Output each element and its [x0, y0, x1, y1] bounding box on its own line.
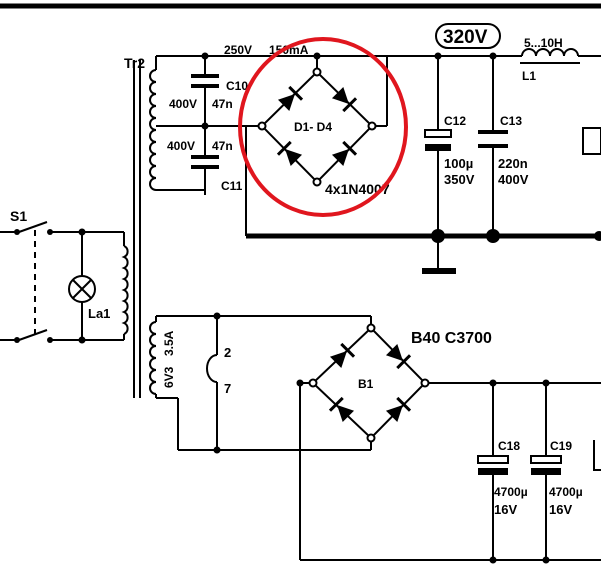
secondary-voltage: 250V: [224, 43, 252, 57]
capacitor-c13-icon: [478, 130, 508, 148]
capacitor-c12-icon: [424, 129, 452, 151]
inductor-value: 5...10H: [524, 36, 563, 50]
bridge-b1-label: B1: [358, 377, 374, 391]
c19-voltage: 16V: [549, 502, 572, 517]
heater-voltage: 6V3: [162, 366, 176, 388]
inductor-l1-icon: [520, 48, 580, 64]
c12-value: 100µ: [444, 156, 473, 171]
c10-voltage: 400V: [169, 97, 197, 111]
heater-current: 3.5A: [162, 330, 176, 356]
c13-voltage: 400V: [498, 172, 529, 187]
c11-voltage: 400V: [167, 139, 195, 153]
lamp-label: La1: [88, 306, 110, 321]
c13-value: 220n: [498, 156, 528, 171]
switch-label: S1: [10, 208, 27, 224]
output-voltage: 320V: [443, 27, 488, 48]
c18-value: 4700µ: [494, 485, 528, 499]
c10-label: C10: [226, 79, 248, 93]
capacitor-c18-icon: [477, 455, 509, 475]
bridge-top-part: 4x1N4007: [325, 181, 390, 197]
lamp-icon: [68, 275, 96, 303]
c12-voltage: 350V: [444, 172, 475, 187]
c10-value: 47n: [212, 97, 233, 111]
c11-value: 47n: [212, 139, 233, 153]
c13-label: C13: [500, 114, 522, 128]
capacitor-c11-icon: [191, 155, 219, 169]
bridge-rectifier-b1-icon: [308, 323, 430, 443]
transformer-label: Tr2: [124, 55, 145, 71]
c18-label: C18: [498, 439, 520, 453]
bridge-top-label: D1- D4: [294, 120, 332, 134]
c12-label: C12: [444, 114, 466, 128]
bridge-b1-part: B40 C3700: [411, 330, 492, 347]
output-voltage-box: [435, 23, 501, 49]
c18-voltage: 16V: [494, 502, 517, 517]
hv-output-wiring: [246, 52, 601, 274]
mains-input: [0, 3, 601, 344]
c11-label: C11: [221, 179, 243, 193]
transformer-icon: [121, 60, 157, 398]
capacitor-c19-icon: [530, 455, 562, 475]
link-icon: [206, 354, 218, 383]
c19-value: 4700µ: [549, 485, 583, 499]
capacitor-c10-icon: [191, 74, 219, 88]
pin-7-label: 7: [224, 381, 231, 396]
pin-2-label: 2: [224, 345, 231, 360]
lv-wiring: [155, 312, 601, 564]
highlight-circle: [238, 37, 408, 217]
bridge-rectifier-d1-d4-icon: [257, 67, 377, 187]
inductor-label: L1: [522, 69, 536, 83]
c19-label: C19: [550, 439, 572, 453]
